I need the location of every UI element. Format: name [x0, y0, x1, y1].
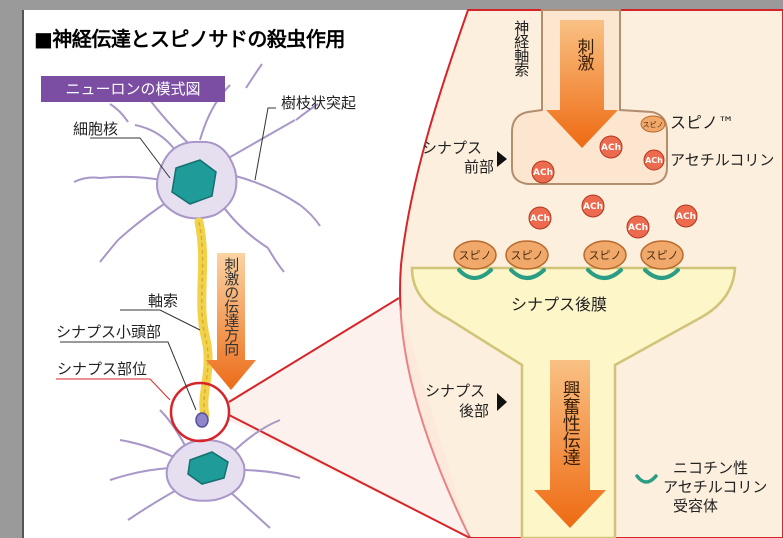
legend-ach-icon [643, 149, 665, 171]
ach-label-6: ACh [676, 212, 696, 222]
receptor-2 [509, 268, 546, 280]
postsynaptic-label-line1: シナプス [425, 382, 486, 400]
ach-molecule-1 [531, 160, 555, 184]
spino-label-2: スピノ [511, 249, 544, 262]
spino-molecule-3 [583, 240, 627, 270]
synapse-site-label: シナプス部位 [57, 360, 148, 378]
ach-molecule-2 [599, 135, 623, 159]
spino-label-4: スピノ [646, 249, 679, 262]
spino-label-1: スピノ [459, 249, 492, 262]
presynaptic-pointer [497, 151, 507, 167]
zoom-connector [228, 300, 470, 538]
ach-label-2: ACh [601, 143, 621, 153]
postsynaptic-membrane-label: シナプス後膜 [511, 295, 608, 314]
legend-receptor-line2: アセチルコリン [663, 478, 768, 496]
page-title: ■神経伝達とスピノサドの殺虫作用 [34, 27, 345, 51]
spino-label-3: スピノ [589, 249, 622, 262]
zoom-line-top [228, 297, 400, 403]
excitatory-arrow [534, 360, 606, 528]
lower-nucleus [187, 451, 229, 485]
spino-molecule-4 [640, 240, 684, 270]
presynaptic-label-line1: シナプス [422, 139, 483, 157]
ach-group: ACh ACh ACh ACh ACh ACh [528, 135, 698, 239]
direction-arrow [206, 253, 256, 390]
excitatory-label: 興奮性伝達 [559, 380, 581, 465]
legend-receptor-line3: 受容体 [673, 497, 719, 515]
schematic-badge: ニューロンの模式図 [41, 76, 225, 102]
ach-label-4: ACh [583, 202, 603, 212]
zoom-line-bottom [228, 414, 471, 538]
ach-label-5: ACh [628, 223, 648, 233]
ach-molecule-3 [528, 206, 552, 230]
axon-vertical-label: 神経軸索 [512, 20, 531, 76]
nucleus-label: 細胞核 [73, 120, 119, 138]
legend-receptor-line1: ニコチン性 [673, 459, 749, 477]
receptor-1 [457, 268, 493, 280]
receptor-4 [643, 268, 680, 280]
direction-arrow-label: 刺激の伝達方向 [222, 257, 241, 355]
ach-label-1: ACh [533, 168, 553, 178]
stimulus-arrow [546, 20, 618, 148]
synaptic-bouton [195, 412, 209, 428]
card-left-edge [22, 10, 24, 538]
stimulus-label: 刺激 [573, 38, 594, 70]
legend-spino-icon-label: スピノ [643, 121, 664, 129]
dendrite-label: 樹枝状突起 [281, 94, 357, 112]
leader-lines-left [56, 107, 276, 411]
receptor-3 [586, 268, 623, 280]
receptor-group [457, 268, 680, 280]
ach-molecule-6 [674, 204, 698, 228]
ach-molecule-4 [581, 194, 605, 218]
postsynaptic-pointer [497, 393, 507, 411]
axon-highlight [198, 221, 209, 416]
bouton-label: シナプス小頭部 [56, 323, 162, 341]
spino-molecule-1 [453, 240, 497, 270]
presynaptic-label-line2: 前部 [464, 158, 495, 176]
axon-label: 軸索 [148, 292, 179, 310]
spino-molecule-2 [505, 240, 549, 270]
legend-acetylcholine: アセチルコリン [670, 151, 775, 169]
ach-label-3: ACh [530, 214, 550, 224]
postsynaptic-label-line2: 後部 [459, 402, 490, 420]
ach-molecule-5 [626, 215, 650, 239]
legend-ach-icon-label: ACh [645, 156, 663, 165]
synapse-highlight-circle [169, 381, 231, 443]
upper-nucleus [171, 159, 217, 205]
legend-receptor-icon [635, 474, 658, 484]
legend-spino: スピノ™ [670, 113, 735, 132]
legend-spino-icon [640, 115, 666, 133]
spino-group: スピノ スピノ スピノ スピノ [453, 240, 684, 270]
